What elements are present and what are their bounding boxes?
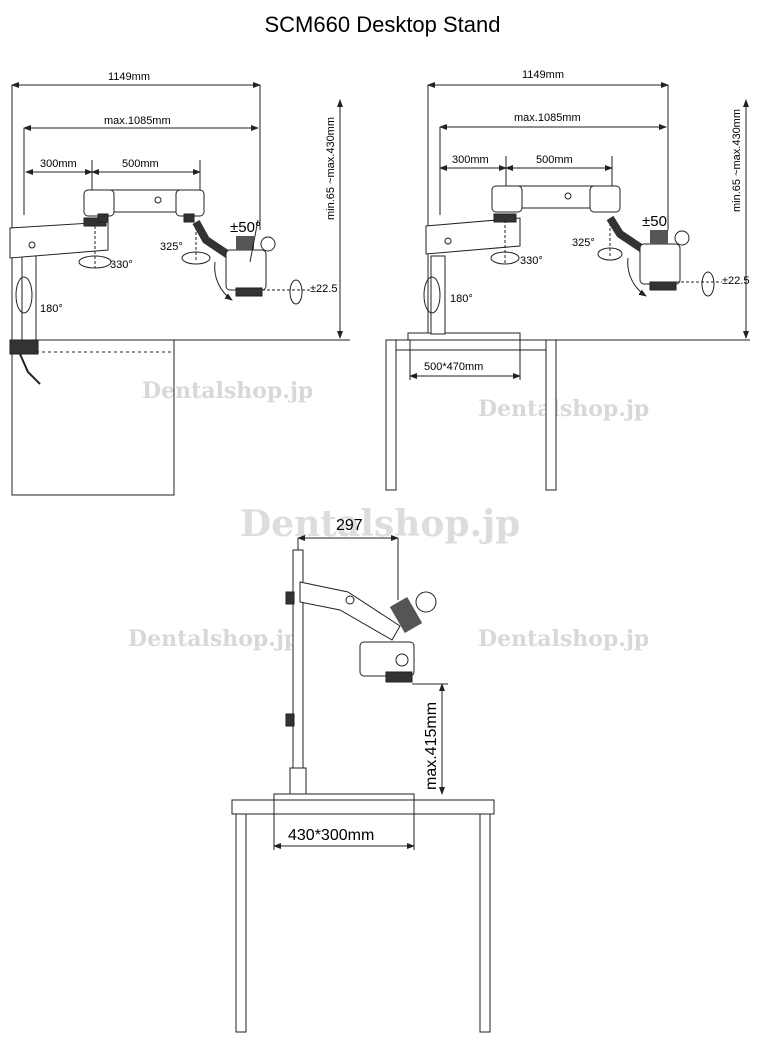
- max-reach-label: max.1085mm: [514, 112, 581, 124]
- pole-base-sleeve: [289, 767, 307, 797]
- pole-stand-diagram: [231, 535, 495, 1033]
- arm-knob: [564, 192, 572, 200]
- rotation-arrow-icon: [289, 279, 303, 305]
- overall-length-label: 1149mm: [108, 71, 150, 83]
- pole: [430, 255, 446, 335]
- pole-stand-labels: 297 max.415mm 430*300mm: [288, 517, 440, 844]
- base-size-label: 430*300mm: [288, 827, 374, 844]
- eyepiece: [389, 597, 423, 633]
- arm-tip: [183, 213, 195, 223]
- watermarks: Dentalshop.jp Dentalshop.jp Dentalshop.j…: [128, 378, 649, 652]
- watermark-1: Dentalshop.jp: [142, 378, 313, 404]
- page-title: SCM660 Desktop Stand: [264, 12, 501, 37]
- arm2-label: 500mm: [536, 154, 573, 166]
- arm-joint-right: [175, 189, 205, 217]
- support-beam: [9, 221, 109, 259]
- pole: [21, 255, 37, 341]
- base-size-label: 500*470mm: [424, 361, 483, 373]
- head-rotation-label: 325°: [572, 237, 595, 249]
- microscope-head-icon: [225, 249, 267, 291]
- tilt-label: ±50°: [230, 219, 261, 236]
- objective: [649, 281, 677, 291]
- eyepiece: [236, 236, 254, 250]
- max-reach-label: max.1085mm: [104, 115, 171, 127]
- scope-arm: [299, 581, 401, 641]
- table: [11, 339, 175, 496]
- clamp-screw: [19, 353, 41, 385]
- base-mount-diagram: [385, 82, 750, 491]
- table-leg-right: [545, 339, 557, 491]
- eyepiece-ring: [415, 591, 437, 613]
- scope-neck: [192, 220, 233, 260]
- arm-knob: [154, 196, 162, 204]
- head-rotation-label: 325°: [160, 241, 183, 253]
- tilt-label: ±50: [642, 213, 667, 230]
- table-clamp-icon: [9, 339, 39, 355]
- eyepiece: [650, 230, 668, 244]
- arm-joint-left: [83, 189, 115, 217]
- arm-joint-left: [491, 185, 523, 213]
- arm-rotation-label: 330°: [520, 255, 543, 267]
- rotation-arrow-icon: [15, 276, 33, 314]
- base-mount-labels: 1149mm max.1085mm 300mm 500mm min.65 ~ma…: [424, 69, 749, 373]
- side-tilt-label: ±22.5: [722, 275, 749, 287]
- table-leg-left: [385, 339, 397, 491]
- table-leg-right: [479, 813, 491, 1033]
- focus-knob: [395, 653, 409, 667]
- arm1-label: 300mm: [452, 154, 489, 166]
- eyepiece-ring: [260, 236, 276, 252]
- watermark-2: Dentalshop.jp: [478, 396, 649, 422]
- microscope-head-icon: [639, 243, 681, 285]
- objective: [385, 671, 413, 683]
- scope-neck: [606, 215, 647, 254]
- tilt-arc: [627, 257, 647, 297]
- arm-rotation-label: 330°: [110, 259, 133, 271]
- clamp-mount-labels: 1149mm max.1085mm 300mm 500mm min.65 ~ma…: [40, 71, 337, 315]
- eyepiece-ring: [674, 230, 690, 246]
- height-range-label: min.65 ~max.430mm: [325, 117, 337, 220]
- pole-rotation-label: 180°: [450, 293, 473, 305]
- watermark-5: Dentalshop.jp: [478, 626, 649, 652]
- rotation-arrow-icon: [701, 271, 715, 297]
- height-range-label: min.65 ~max.430mm: [731, 109, 743, 212]
- objective: [235, 287, 263, 297]
- support-beam: [425, 217, 521, 255]
- base-plate: [407, 332, 521, 341]
- side-tilt-label: ±22.5: [310, 283, 337, 295]
- table-top: [231, 799, 495, 815]
- tilt-arc: [214, 261, 233, 301]
- beam-knob: [28, 241, 36, 249]
- table-top: [385, 339, 557, 351]
- watermark-4: Dentalshop.jp: [128, 626, 299, 652]
- arm-knob: [345, 595, 355, 605]
- watermark-3: Dentalshop.jp: [240, 503, 520, 545]
- height-label: max.415mm: [423, 702, 440, 790]
- table-leg-left: [235, 813, 247, 1033]
- clamp-mount-diagram: [9, 82, 350, 496]
- arm1-label: 300mm: [40, 158, 77, 170]
- arm2-label: 500mm: [122, 158, 159, 170]
- microscope-head-icon: [359, 641, 415, 677]
- reach-label: 297: [336, 517, 363, 534]
- arm-base: [97, 213, 109, 223]
- pole-rotation-label: 180°: [40, 303, 63, 315]
- lower-knob: [285, 713, 295, 727]
- upper-knob: [285, 591, 295, 605]
- tilt-leader: [249, 219, 259, 263]
- beam-knob: [444, 237, 452, 245]
- rotation-arrow-icon: [423, 276, 441, 314]
- arm-joint-right: [589, 185, 621, 213]
- overall-length-label: 1149mm: [522, 69, 564, 81]
- base-plate: [273, 793, 415, 801]
